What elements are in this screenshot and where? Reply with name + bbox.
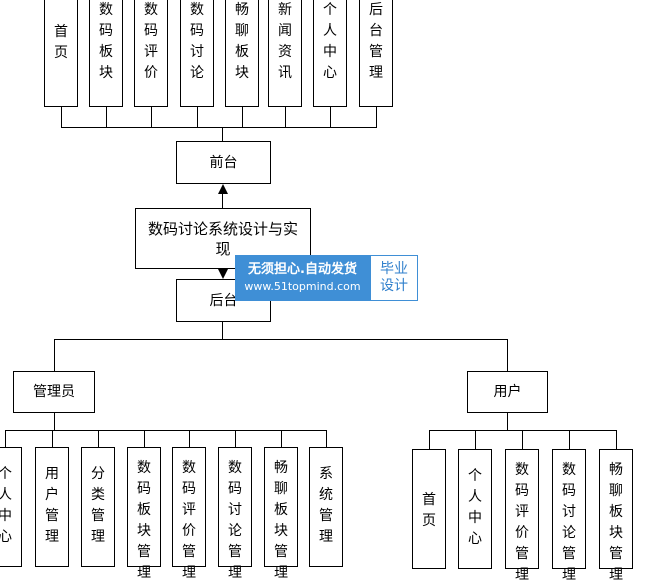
front-module-digital-review-label: 数码评价 xyxy=(144,2,158,81)
connector xyxy=(5,430,327,431)
front-module-news-label: 新闻资讯 xyxy=(278,2,292,81)
front-module-digital-discussion-label: 数码讨论 xyxy=(190,2,204,81)
connector xyxy=(507,413,508,430)
connector xyxy=(54,339,55,371)
connector xyxy=(281,430,282,447)
system-structure-diagram: 首页 数码板块 数码评价 数码讨论 畅聊板块 新闻资讯 个人中心 后台管理 前台… xyxy=(0,0,633,583)
user-module-digital-discussion-management-label: 数码讨论管理 xyxy=(562,462,576,583)
connector xyxy=(98,430,99,447)
connector xyxy=(429,430,617,431)
frontend-node: 前台 xyxy=(176,141,271,184)
arrow-up-icon xyxy=(218,184,228,194)
root-node: 数码讨论系统设计与实现 xyxy=(135,208,311,269)
front-module-chat-board-label: 畅聊板块 xyxy=(235,2,249,81)
user-module-home: 首页 xyxy=(412,449,446,569)
connector xyxy=(376,107,377,127)
connector xyxy=(507,339,508,371)
watermark-line1: 无须担心.自动发货 xyxy=(248,262,357,277)
connector xyxy=(616,430,617,449)
backend-node-label: 后台 xyxy=(209,292,238,309)
connector xyxy=(106,107,107,127)
admin-module-digital-board-management: 数码板块管理 xyxy=(127,447,161,581)
connector xyxy=(189,430,190,447)
front-module-digital-board-label: 数码板块 xyxy=(99,2,113,81)
frontend-node-label: 前台 xyxy=(209,154,238,171)
user-module-digital-review-management-label: 数码评价管理 xyxy=(515,462,529,583)
user-module-personal-center-label: 个人中心 xyxy=(468,468,482,547)
admin-node: 管理员 xyxy=(13,371,95,413)
front-module-home-label: 首页 xyxy=(54,24,68,61)
connector xyxy=(61,127,377,128)
front-module-news: 新闻资讯 xyxy=(268,0,302,107)
admin-module-digital-review-management-label: 数码评价管理 xyxy=(182,460,196,581)
front-module-chat-board: 畅聊板块 xyxy=(225,0,259,107)
connector xyxy=(52,430,53,447)
user-node-label: 用户 xyxy=(493,384,522,400)
connector xyxy=(144,430,145,447)
connector xyxy=(235,430,236,447)
connector xyxy=(222,322,223,339)
admin-module-chat-board-management: 畅聊板块管理 xyxy=(264,447,298,581)
front-module-digital-review: 数码评价 xyxy=(134,0,168,107)
admin-module-digital-review-management: 数码评价管理 xyxy=(172,447,206,581)
user-module-home-label: 首页 xyxy=(422,492,436,529)
connector xyxy=(330,107,331,127)
root-node-label: 数码讨论系统设计与实现 xyxy=(147,219,298,258)
admin-module-category-management-label: 分类管理 xyxy=(91,466,105,545)
connector xyxy=(429,430,430,449)
user-module-personal-center: 个人中心 xyxy=(458,449,492,569)
connector xyxy=(54,339,508,340)
admin-module-system-management-label: 系统管理 xyxy=(319,466,333,545)
watermark-text-block: 无须担心.自动发货 www.51topmind.com xyxy=(235,255,370,301)
user-module-chat-board-management-label: 畅聊板块管理 xyxy=(609,462,623,583)
connector xyxy=(222,193,223,208)
user-module-digital-discussion-management: 数码讨论管理 xyxy=(552,449,586,583)
admin-module-user-management-label: 用户管理 xyxy=(45,466,59,545)
connector xyxy=(151,107,152,127)
front-module-digital-board: 数码板块 xyxy=(89,0,123,107)
admin-module-digital-discussion-management: 数码讨论管理 xyxy=(218,447,252,581)
admin-module-category-management: 分类管理 xyxy=(81,447,115,567)
connector xyxy=(475,430,476,449)
connector xyxy=(61,107,62,127)
front-module-backend-admin-label: 后台管理 xyxy=(369,2,383,81)
user-module-digital-review-management: 数码评价管理 xyxy=(505,449,539,583)
connector xyxy=(569,430,570,449)
watermark-tag-line1: 毕业 xyxy=(380,261,408,277)
watermark-tag-line2: 设计 xyxy=(380,278,408,294)
connector xyxy=(5,430,6,447)
connector xyxy=(522,430,523,449)
connector xyxy=(285,107,286,127)
admin-node-label: 管理员 xyxy=(33,384,75,400)
front-module-digital-discussion: 数码讨论 xyxy=(180,0,214,107)
front-module-personal-center: 个人中心 xyxy=(313,0,347,107)
watermark-tag: 毕业 设计 xyxy=(370,255,418,301)
admin-module-personal-center-label: 个人中心 xyxy=(0,466,12,545)
front-module-backend-admin: 后台管理 xyxy=(359,0,393,107)
user-module-chat-board-management: 畅聊板块管理 xyxy=(599,449,633,583)
admin-module-personal-center: 个人中心 xyxy=(0,447,22,567)
admin-module-user-management: 用户管理 xyxy=(35,447,69,567)
front-module-home: 首页 xyxy=(44,0,78,107)
admin-module-system-management: 系统管理 xyxy=(309,447,343,567)
connector xyxy=(242,107,243,127)
arrow-down-icon xyxy=(218,269,228,279)
connector xyxy=(197,107,198,127)
front-module-personal-center-label: 个人中心 xyxy=(323,2,337,81)
admin-module-digital-board-management-label: 数码板块管理 xyxy=(137,460,151,581)
watermark-banner: 无须担心.自动发货 www.51topmind.com 毕业 设计 xyxy=(235,255,418,301)
connector xyxy=(54,413,55,430)
admin-module-chat-board-management-label: 畅聊板块管理 xyxy=(274,460,288,581)
admin-module-digital-discussion-management-label: 数码讨论管理 xyxy=(228,460,242,581)
connector xyxy=(326,430,327,447)
watermark-line2: www.51topmind.com xyxy=(244,280,361,293)
user-node: 用户 xyxy=(467,371,548,413)
connector xyxy=(222,127,223,141)
